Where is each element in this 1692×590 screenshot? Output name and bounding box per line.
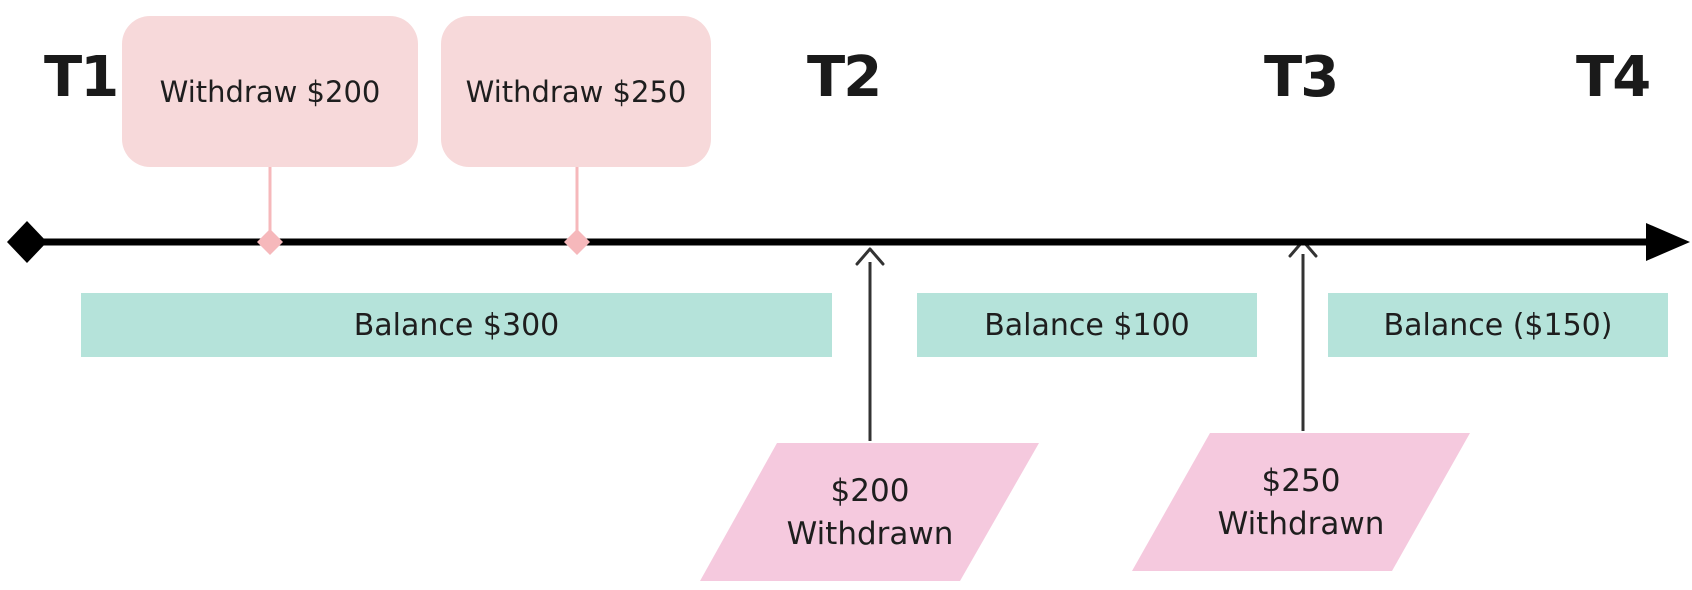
withdraw-request-label: Withdraw $200 <box>159 74 381 109</box>
withdrawn-amount: $250 <box>1261 463 1341 499</box>
axis-arrowhead <box>1646 223 1690 261</box>
withdrawn-event-2: $250 Withdrawn <box>1171 460 1431 546</box>
event-arrow-2 <box>1288 239 1318 431</box>
request-marker-2 <box>564 229 590 255</box>
time-axis <box>7 221 1690 263</box>
axis-start-diamond <box>7 221 47 263</box>
withdraw-request-label: Withdraw $250 <box>465 74 687 109</box>
event-shape-2 <box>1132 433 1470 571</box>
balance-label: Balance $100 <box>984 307 1190 343</box>
balance-bar-1: Balance $300 <box>81 293 832 357</box>
balance-label: Balance $300 <box>353 307 560 343</box>
withdrawn-amount: $200 <box>830 473 910 509</box>
time-label-t4: T4 <box>1576 45 1651 110</box>
withdraw-request-box-2: Withdraw $250 <box>441 16 711 167</box>
withdraw-request-box-1: Withdraw $200 <box>122 16 418 167</box>
event-arrow-1 <box>855 247 885 441</box>
withdrawn-action: Withdrawn <box>786 516 954 552</box>
request-marker-1 <box>257 229 283 255</box>
withdrawn-event-1: $200 Withdrawn <box>740 470 1000 556</box>
time-label-t1: T1 <box>44 45 119 110</box>
event-shape-1 <box>700 443 1039 581</box>
time-label-t2: T2 <box>807 45 882 110</box>
balance-bar-2: Balance $100 <box>917 293 1257 357</box>
balance-label: Balance ($150) <box>1383 307 1613 343</box>
balance-bar-3: Balance ($150) <box>1328 293 1668 357</box>
time-label-t3: T3 <box>1264 45 1339 110</box>
withdrawn-action: Withdrawn <box>1217 506 1385 542</box>
